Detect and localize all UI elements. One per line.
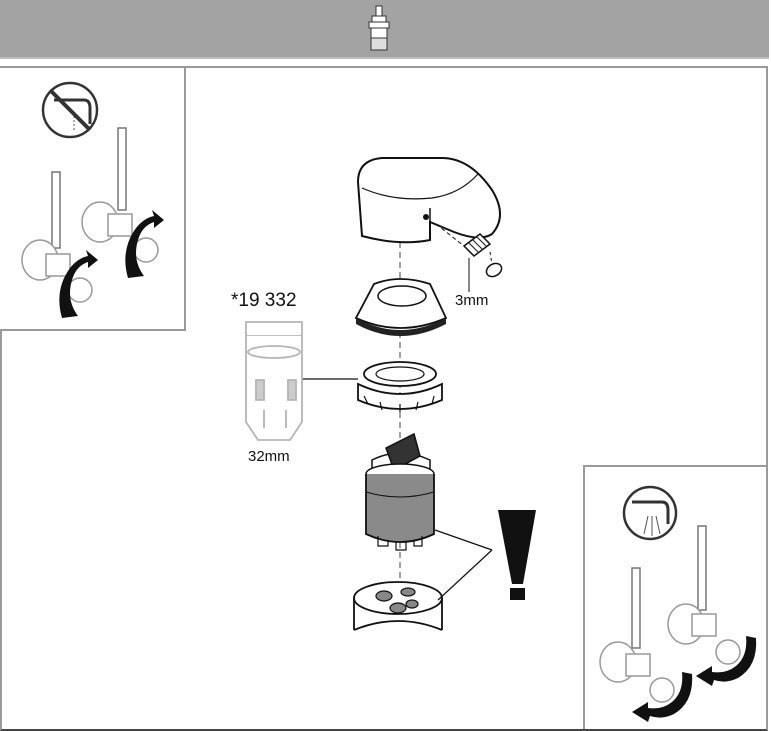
spanner-tool-icon [245, 321, 303, 441]
grub-screw-icon [435, 223, 503, 292]
close-rotation-arrow-icon [59, 210, 164, 318]
open-rotation-arrow-icon [632, 636, 757, 722]
open-water-panel [583, 465, 766, 729]
valve-body-icon [353, 581, 443, 631]
wrench-size-label: 32mm [248, 448, 290, 465]
exploded-view [245, 157, 536, 631]
exclamation-icon [434, 510, 536, 601]
cartridge-icon [368, 5, 390, 51]
header-bar [0, 0, 769, 59]
part-number-label: *19 332 [231, 290, 297, 311]
lever-handle-icon [356, 157, 501, 244]
water-off-icon [21, 81, 164, 318]
shut-off-water-panel [0, 68, 186, 331]
cartridge-icon [365, 432, 435, 551]
hex-key-size-label: 3mm [455, 292, 489, 309]
cover-cap-icon [354, 278, 448, 336]
water-on-icon [599, 485, 757, 722]
locking-nut-icon [357, 361, 443, 412]
